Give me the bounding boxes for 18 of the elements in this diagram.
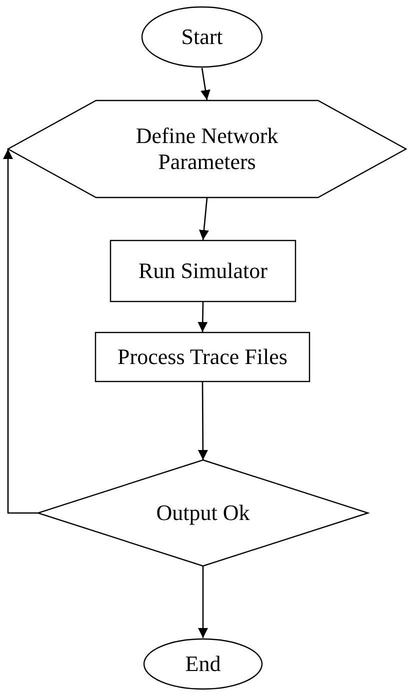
process-box (110, 240, 296, 302)
preparation-hexagon (8, 100, 406, 198)
arrow (198, 382, 208, 460)
process-box (95, 332, 310, 382)
node-label: Run Simulator (138, 258, 268, 284)
node-label: Start (180, 24, 224, 50)
arrow (3, 149, 38, 514)
arrow (198, 198, 209, 240)
end-terminal (143, 638, 263, 690)
start-terminal (141, 6, 263, 68)
arrow (200, 68, 210, 100)
node-label: End (184, 651, 222, 677)
arrow (198, 302, 208, 332)
node-label: Define Network Parameters (134, 123, 280, 175)
node-label: Output Ok (155, 500, 251, 526)
arrow (198, 566, 208, 638)
decision-diamond (38, 460, 368, 566)
node-label: Process Trace Files (116, 344, 288, 370)
